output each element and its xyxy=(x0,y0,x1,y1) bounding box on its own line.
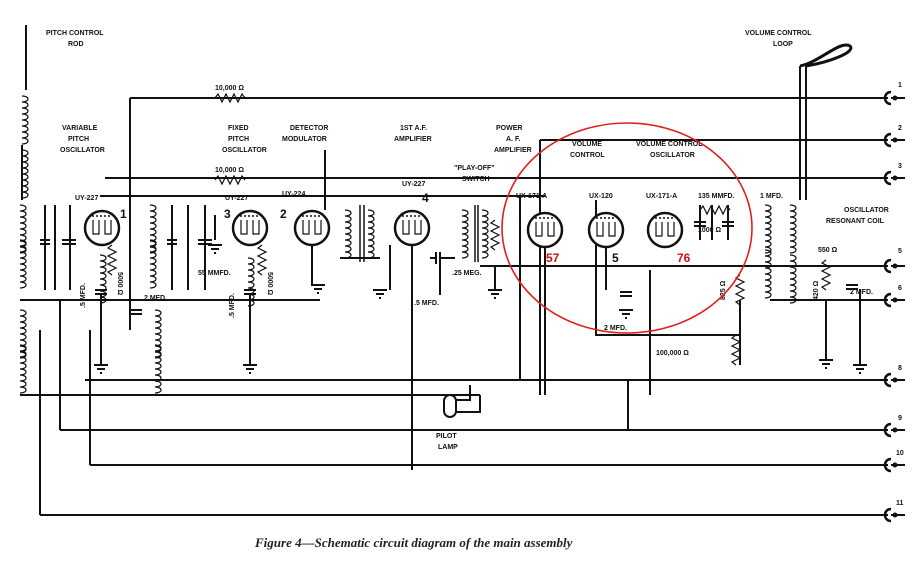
tube-4-number: 4 xyxy=(422,191,429,205)
terminal-9-label: 9 xyxy=(898,415,902,422)
terminal-11-label: 11 xyxy=(896,500,904,507)
pitch-rod-label-1: PITCH CONTROL xyxy=(46,30,104,37)
terminal-3-label: 3 xyxy=(898,163,902,170)
r-550-label: 550 Ω xyxy=(818,247,838,254)
volume-control-oscillator xyxy=(646,204,797,366)
r-5000a-label: 5000 Ω xyxy=(116,272,123,296)
c-1mfd-label: 1 MFD. xyxy=(760,193,783,200)
red-number-76: 76 xyxy=(677,251,691,265)
c-5mfd-c-label: .5 MFD. xyxy=(414,300,439,307)
tube-3-type: UY-227 xyxy=(225,195,248,202)
r-420-label: 420 Ω xyxy=(813,280,820,300)
volume-control-loop xyxy=(799,43,853,200)
tube-1-number: 1 xyxy=(120,207,127,221)
red-number-57: 57 xyxy=(546,251,560,265)
c-2mfd-a-label: 2 MFD. xyxy=(144,295,167,302)
tube-vol-osc-type: UX-171-A xyxy=(646,193,677,200)
power-af-label-2: A. F. xyxy=(506,136,520,143)
vol-osc-label-2: OSCILLATOR xyxy=(650,152,695,159)
r-mid-label: 10,000 Ω xyxy=(215,167,244,174)
vol-ctrl-label-2: CONTROL xyxy=(570,152,605,159)
var-osc-label-3: OSCILLATOR xyxy=(60,147,105,154)
r-825-label: 825 Ω xyxy=(720,280,727,300)
var-osc-label-2: PITCH xyxy=(68,136,89,143)
volume-control-tube xyxy=(587,211,634,319)
tube-4-type: UY-227 xyxy=(402,181,425,188)
terminal-8-label: 8 xyxy=(898,365,902,372)
af-transformer-1 xyxy=(340,205,380,262)
annotation-circle xyxy=(501,122,753,334)
c-2mfd-b-label: 2 MFD. xyxy=(604,325,627,332)
tube-2-number: 2 xyxy=(280,207,287,221)
r-5000b-label: 5000 Ω xyxy=(266,272,273,296)
power-af-label-3: AMPLIFIER xyxy=(494,147,532,154)
c-5mfd-b-label: .5 MFD. xyxy=(229,293,236,318)
power-af-amplifier xyxy=(526,211,564,395)
c-5mfd-a-label: .5 MFD. xyxy=(80,283,87,308)
pitch-rod-label-2: ROD xyxy=(68,41,84,48)
detector-label-1: DETECTOR xyxy=(290,125,328,132)
terminal-6-label: 6 xyxy=(898,285,902,292)
terminal-2-label: 2 xyxy=(898,125,902,132)
tube-5-type: UX-120 xyxy=(589,193,613,200)
pitch-control-rod xyxy=(21,25,29,200)
detector-modulator xyxy=(293,150,331,294)
fixed-osc-label-1: FIXED xyxy=(228,125,249,132)
first-af-amplifier xyxy=(372,209,455,470)
tube-1-type: UY-227 xyxy=(75,195,98,202)
figure-caption: Figure 4—Schematic circuit diagram of th… xyxy=(254,535,573,550)
variable-pitch-oscillator xyxy=(19,204,162,394)
terminal-1-label: 1 xyxy=(898,82,902,89)
volume-loop-label-2: LOOP xyxy=(773,41,793,48)
c-55mmfd-label: 55 MMFD. xyxy=(198,270,231,277)
pilot-label-1: PILOT xyxy=(436,433,457,440)
oscillator-resonant-network xyxy=(818,259,868,374)
tube-2-type: UY-224 xyxy=(282,191,305,198)
af-transformer-2 xyxy=(461,205,503,299)
osc-coil-label-2: RESONANT COIL xyxy=(826,218,885,225)
tube-3-number: 3 xyxy=(224,207,231,221)
af1-label-1: 1ST A.F. xyxy=(400,125,427,132)
detector-label-2: MODULATOR xyxy=(282,136,327,143)
fixed-osc-label-3: OSCILLATOR xyxy=(222,147,267,154)
terminal-5-label: 5 xyxy=(898,248,902,255)
c-135mmfd-label: 135 MMFD. xyxy=(698,193,735,200)
vol-ctrl-label-1: VOLUME xyxy=(572,141,602,148)
bus-wires xyxy=(20,97,888,516)
tube-5-number: 5 xyxy=(612,251,619,265)
af1-label-2: AMPLIFIER xyxy=(394,136,432,143)
r-1000-label: 1000 Ω xyxy=(698,227,722,234)
fixed-osc-label-2: PITCH xyxy=(228,136,249,143)
r-100000-label: 100,000 Ω xyxy=(656,350,689,357)
volume-loop-label-1: VOLUME CONTROL xyxy=(745,30,812,37)
fixed-pitch-oscillator xyxy=(149,204,269,374)
osc-coil-label-1: OSCILLATOR xyxy=(844,207,889,214)
var-osc-label-1: VARIABLE xyxy=(62,125,98,132)
tube-power-type: UX-171-A xyxy=(516,193,547,200)
terminal-10-label: 10 xyxy=(896,450,904,457)
play-off-label-1: "PLAY-OFF" xyxy=(454,165,495,172)
pilot-lamp xyxy=(443,385,481,418)
pilot-label-2: LAMP xyxy=(438,444,458,451)
c-2mfd-c-label: 2 MFD. xyxy=(850,289,873,296)
r-25meg-label: .25 MEG. xyxy=(452,270,482,277)
r-top-label: 10,000 Ω xyxy=(215,85,244,92)
vol-osc-label-1: VOLUME CONTROL xyxy=(636,141,703,148)
power-af-label-1: POWER xyxy=(496,125,522,132)
play-off-label-2: SWITCH xyxy=(462,176,490,183)
